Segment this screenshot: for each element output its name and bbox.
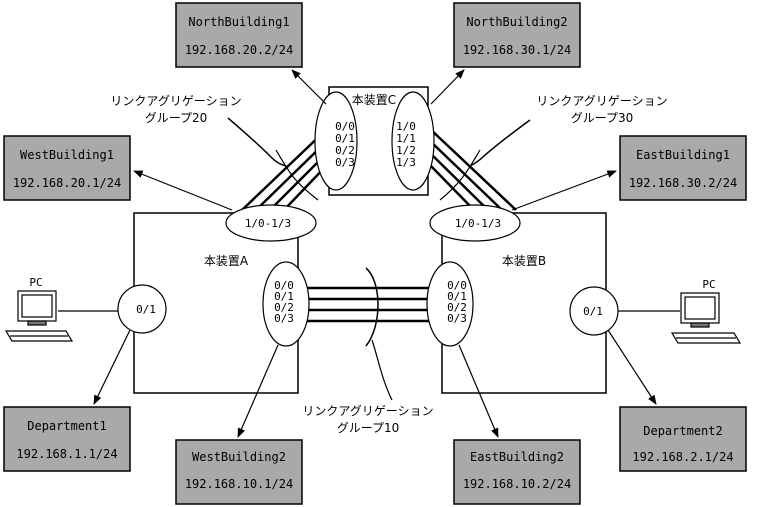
port-label: 0/0 (274, 279, 294, 292)
east-building-2-name: EastBuilding2 (470, 450, 564, 464)
department-1-box: Department1 192.168.1.1/24 (3, 406, 131, 472)
group-30-brace-arc (439, 149, 481, 201)
east-building-1-ip: 192.168.30.2/24 (629, 176, 737, 190)
east-building-1-name: EastBuilding1 (636, 148, 730, 162)
port-label: 1/1 (396, 132, 416, 145)
group-20-brace-arc (275, 149, 319, 201)
west-building-2-name: WestBuilding2 (192, 450, 286, 464)
group-10-leader (371, 339, 393, 401)
north-building-2-ip: 192.168.30.1/24 (463, 43, 571, 57)
west-building-2-ip: 192.168.10.1/24 (185, 477, 293, 491)
pc-a-icon (4, 290, 74, 342)
port-label: 1/3 (396, 156, 416, 169)
device-a-pc-port (117, 284, 167, 334)
pc-a-label: PC (29, 276, 42, 289)
port-label: 0/3 (335, 156, 355, 169)
device-c-left-port-group (314, 91, 358, 191)
port-label: 0/2 (447, 301, 467, 314)
device-b-label: 本装置B (502, 254, 546, 268)
port-label: 0/0 (447, 279, 467, 292)
department-2-name: Department2 (643, 424, 722, 438)
west-building-1-ip: 192.168.20.1/24 (13, 176, 121, 190)
port-label: 0/1 (447, 290, 467, 303)
north-building-1-name: NorthBuilding1 (188, 15, 289, 29)
device-a-right-port-group (262, 261, 310, 347)
pc-b-label: PC (702, 278, 715, 291)
department-2-ip: 192.168.2.1/24 (632, 450, 733, 464)
group-10-label-line2: グループ10 (337, 421, 400, 435)
north-building-1-box: NorthBuilding1 192.168.20.2/24 (175, 2, 303, 68)
port-label: 1/2 (396, 144, 416, 157)
port-label: 0/2 (274, 301, 294, 314)
device-c-right-port-group (391, 91, 435, 191)
port-label: 1/0 (396, 120, 416, 133)
device-a-pc-port-label: 0/1 (136, 303, 156, 316)
connection-arrows (93, 69, 657, 438)
port-label: 0/3 (274, 312, 294, 325)
north-building-2-box: NorthBuilding2 192.168.30.1/24 (453, 2, 581, 68)
west-building-1-box: WestBuilding1 192.168.20.1/24 (3, 135, 131, 201)
device-b-pc-port-label: 0/1 (583, 305, 603, 318)
device-a-top-port-group (225, 204, 317, 242)
device-b-top-port-label: 1/0-1/3 (455, 217, 501, 230)
port-label: 0/3 (447, 312, 467, 325)
group-30-label-line2: グループ30 (571, 111, 634, 125)
port-label: 0/1 (274, 290, 294, 303)
east-building-1-box: EastBuilding1 192.168.30.2/24 (619, 135, 747, 201)
east-building-2-box: EastBuilding2 192.168.10.2/24 (453, 439, 581, 505)
group-10-label-line1: リンクアグリゲーション (302, 404, 433, 418)
device-c-label: 本装置C (352, 93, 396, 107)
port-label: 0/0 (335, 120, 355, 133)
north-building-1-ip: 192.168.20.2/24 (185, 43, 293, 57)
west-building-2-box: WestBuilding2 192.168.10.1/24 (175, 439, 303, 505)
port-label: 0/2 (335, 144, 355, 157)
group-20-label-line1: リンクアグリゲーション (110, 94, 241, 108)
group-30-brace (469, 119, 531, 167)
group-20-brace (227, 117, 287, 167)
device-b-pc-port (569, 286, 619, 336)
lag-30-links (428, 127, 517, 211)
department-1-ip: 192.168.1.1/24 (16, 447, 117, 461)
group-10-brace (365, 267, 379, 347)
device-a-top-port-label: 1/0-1/3 (245, 217, 291, 230)
device-b-left-port-group (426, 261, 474, 347)
department-1-name: Department1 (27, 419, 106, 433)
pc-b-icon (670, 292, 742, 344)
west-building-1-name: WestBuilding1 (20, 148, 114, 162)
lag-10-links (303, 286, 442, 323)
department-2-box: Department2 192.168.2.1/24 (619, 406, 747, 472)
group-30-label-line1: リンクアグリゲーション (536, 94, 667, 108)
east-building-2-ip: 192.168.10.2/24 (463, 477, 571, 491)
port-label: 0/1 (335, 132, 355, 145)
device-b-top-port-group (429, 204, 521, 242)
device-a-label: 本装置A (204, 254, 249, 268)
north-building-2-name: NorthBuilding2 (466, 15, 567, 29)
group-20-label-line2: グループ20 (145, 111, 208, 125)
